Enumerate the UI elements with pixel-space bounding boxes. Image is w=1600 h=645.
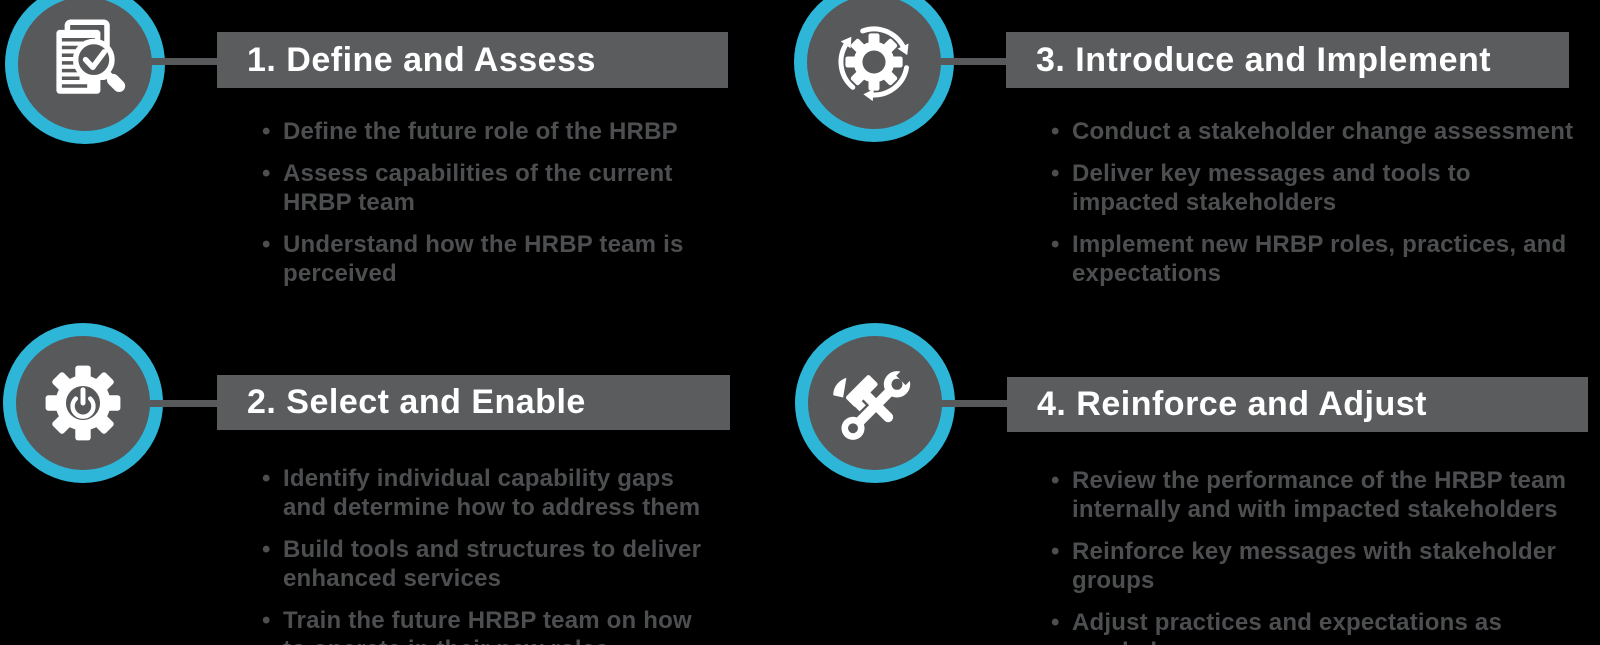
list-item: • Build tools and structures to deliver e… (262, 535, 752, 593)
step-2-bullet-list: • Identify individual capability gaps and… (262, 464, 752, 645)
step-1-icon-badge (5, 0, 165, 144)
step-4-title: 4. Reinforce and Adjust (1037, 385, 1427, 423)
bullet-text: Build tools and structures to deliver en… (283, 536, 702, 592)
bullet-text: Implement new HRBP roles, practices, and… (1072, 231, 1567, 287)
bullet-text: Define the future role of the HRBP (283, 118, 678, 145)
step-2-title: 2. Select and Enable (247, 383, 586, 421)
bullet-dot: • (262, 607, 271, 634)
bullet-text: Reinforce key messages with stakeholder … (1072, 538, 1557, 594)
gear-sync-arrows-icon (838, 26, 910, 102)
list-item: • Adjust practices and expectations as ne… (1051, 608, 1596, 645)
connector-line (940, 400, 1010, 407)
bullet-text: Understand how the HRBP team is perceive… (283, 231, 684, 287)
step-3-title: 3. Introduce and Implement (1036, 40, 1492, 79)
bullet-dot: • (1051, 231, 1060, 258)
step-1-title: 1. Define and Assess (247, 40, 596, 79)
hammer-wrench-icon (833, 355, 926, 440)
step-2-header-bar: 2. Select and Enable (217, 375, 730, 430)
bullet-text: Identify individual capability gaps and … (283, 465, 701, 521)
bullet-dot: • (262, 160, 271, 187)
list-item: • Understand how the HRBP team is perceiv… (262, 230, 737, 288)
bullet-text: Review the performance of the HRBP team … (1072, 467, 1567, 523)
list-item: • Assess capabilities of the current HRBP… (262, 159, 737, 217)
bullet-text: Deliver key messages and tools to impact… (1072, 160, 1471, 216)
list-item: • Implement new HRBP roles, practices, an… (1051, 230, 1596, 288)
step-1-header-bar: 1. Define and Assess (217, 32, 728, 88)
connector-line (150, 58, 220, 65)
bullet-dot: • (1051, 538, 1060, 565)
bullet-dot: • (1051, 609, 1060, 636)
step-4-bullet-list: • Review the performance of the HRBP team… (1051, 466, 1596, 645)
bullet-text: Assess capabilities of the current HRBP … (283, 160, 673, 216)
connector-line (940, 58, 1010, 65)
step-4-icon-badge (795, 323, 955, 483)
list-item: • Deliver key messages and tools to impac… (1051, 159, 1596, 217)
bullet-dot: • (1051, 467, 1060, 494)
list-item: • Define the future role of the HRBP (262, 117, 737, 146)
bullet-text: Adjust practices and expectations as nee… (1072, 609, 1503, 645)
step-3-header-bar: 3. Introduce and Implement (1006, 32, 1569, 88)
document-check-magnifier-icon (56, 19, 126, 94)
bullet-dot: • (262, 536, 271, 563)
bullet-text: Train the future HRBP team on how to ope… (283, 607, 692, 645)
bullet-dot: • (262, 231, 271, 258)
step-1-bullet-list: • Define the future role of the HRBP • Ass… (262, 117, 737, 301)
bullet-dot: • (1051, 118, 1060, 145)
list-item: • Review the performance of the HRBP team… (1051, 466, 1596, 524)
gear-power-icon (45, 365, 121, 441)
connector-line (150, 400, 220, 407)
bullet-text: Conduct a stakeholder change assessment (1072, 118, 1574, 145)
step-3-bullet-list: • Conduct a stakeholder change assessment… (1051, 117, 1596, 301)
step-2-icon-badge (3, 323, 163, 483)
bullet-dot: • (262, 118, 271, 145)
list-item: • Conduct a stakeholder change assessment (1051, 117, 1596, 146)
bullet-dot: • (262, 465, 271, 492)
list-item: • Identify individual capability gaps and… (262, 464, 752, 522)
step-4-header-bar: 4. Reinforce and Adjust (1007, 377, 1588, 432)
list-item: • Reinforce key messages with stakeholder… (1051, 537, 1596, 595)
bullet-dot: • (1051, 160, 1060, 187)
list-item: • Train the future HRBP team on how to op… (262, 606, 752, 645)
step-3-icon-badge (794, 0, 954, 142)
